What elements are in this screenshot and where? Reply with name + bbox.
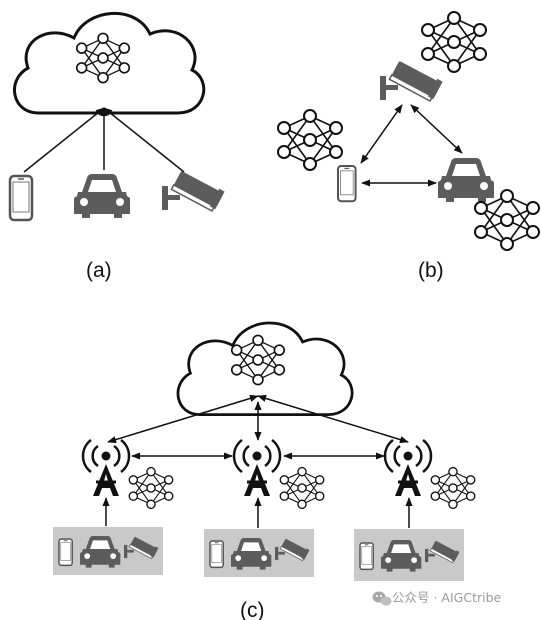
panel-c-label: (c) bbox=[240, 599, 265, 620]
car-icon bbox=[74, 174, 130, 218]
device-cluster-1 bbox=[53, 527, 163, 575]
cloud-icon bbox=[176, 321, 354, 416]
watermark: 公众号 · AIGCtribe bbox=[372, 590, 502, 606]
cloud-icon bbox=[13, 11, 206, 115]
antenna-icon bbox=[232, 438, 282, 498]
arrow-phone-to-cloud bbox=[23, 107, 105, 173]
neural-network-icon bbox=[128, 466, 174, 510]
antenna-icon bbox=[81, 438, 131, 498]
watermark-text: 公众号 · AIGCtribe bbox=[392, 590, 502, 605]
antenna-icon bbox=[383, 438, 433, 498]
smartphone-icon bbox=[58, 538, 73, 567]
wechat-icon bbox=[372, 591, 392, 606]
panel-a-label: (a) bbox=[86, 259, 112, 282]
arrow-phone-camera bbox=[360, 104, 403, 164]
panel-a: (a) bbox=[8, 11, 226, 282]
device-cluster-2 bbox=[204, 529, 314, 577]
neural-network-icon bbox=[430, 466, 476, 510]
smartphone-icon bbox=[209, 540, 224, 569]
panel-b-label: (b) bbox=[418, 259, 444, 282]
arrow-camera-car bbox=[410, 104, 463, 154]
neural-network-icon bbox=[421, 11, 487, 73]
smartphone-icon bbox=[359, 542, 374, 571]
camera-icon bbox=[379, 58, 444, 103]
smartphone-icon bbox=[8, 174, 34, 222]
panel-b: (b) bbox=[277, 11, 540, 282]
device-cluster-3 bbox=[354, 529, 464, 581]
neural-network-icon bbox=[279, 466, 325, 510]
arrow-cloud-tower-3 bbox=[257, 394, 409, 444]
panel-c: (c) bbox=[53, 321, 476, 620]
smartphone-icon bbox=[336, 164, 357, 203]
arrow-cloud-tower-1 bbox=[107, 394, 259, 444]
neural-network-icon bbox=[277, 109, 343, 171]
camera-icon bbox=[161, 168, 226, 213]
arrow-camera-to-cloud bbox=[103, 107, 185, 173]
car-icon bbox=[438, 158, 494, 202]
